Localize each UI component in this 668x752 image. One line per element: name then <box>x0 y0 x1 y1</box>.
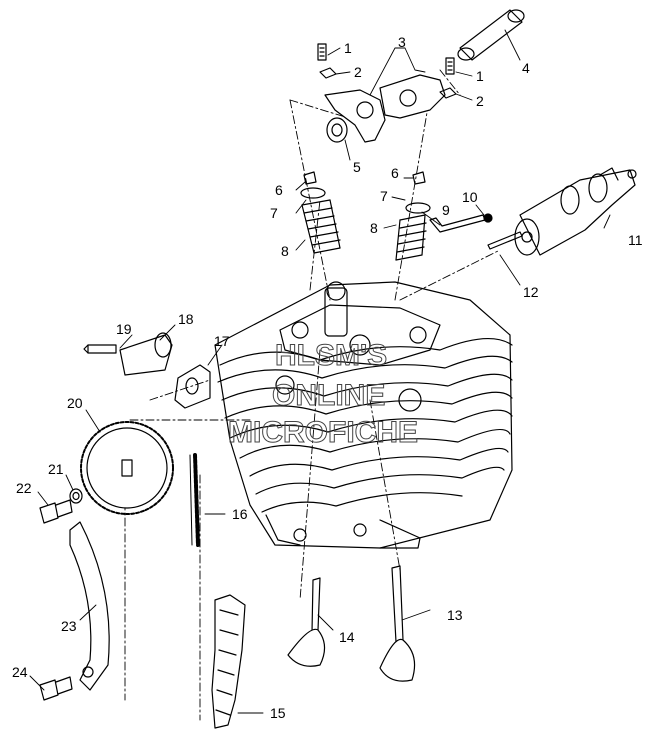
sprocket-bolt <box>39 499 73 524</box>
intake-valve <box>379 565 416 682</box>
callout-8a: 8 <box>281 243 289 259</box>
callout-6b: 6 <box>391 165 399 181</box>
chain-guide-rear <box>211 594 246 729</box>
callout-1b: 1 <box>476 68 484 84</box>
callout-14: 14 <box>339 629 355 645</box>
sprocket-washer <box>69 488 83 504</box>
camshaft <box>514 167 637 256</box>
valve-spring-right <box>395 171 431 261</box>
callout-5: 5 <box>353 159 361 175</box>
callout-4: 4 <box>522 60 530 76</box>
callout-12: 12 <box>523 284 539 300</box>
chain-guide <box>69 521 110 691</box>
watermark-line-1: HLSM'S <box>275 339 387 372</box>
callout-13: 13 <box>447 607 463 623</box>
callout-8b: 8 <box>370 220 378 236</box>
cam-chain <box>189 453 200 547</box>
callout-10: 10 <box>462 189 478 205</box>
callout-24: 24 <box>12 664 28 680</box>
callout-16: 16 <box>232 506 248 522</box>
exhaust-valve <box>287 577 326 667</box>
callout-15: 15 <box>270 705 286 721</box>
callout-7a: 7 <box>270 205 278 221</box>
callout-18: 18 <box>178 311 194 327</box>
callout-20: 20 <box>67 395 83 411</box>
callout-6a: 6 <box>275 182 283 198</box>
decompressor <box>429 213 523 250</box>
cam-sprocket <box>80 421 174 515</box>
watermark: HLSM'S ONLINE MICROFICHE <box>228 339 419 450</box>
callout-22: 22 <box>16 480 32 496</box>
callout-9: 9 <box>442 202 450 218</box>
rocker-shaft <box>457 9 525 61</box>
thrust-washer <box>326 117 348 143</box>
callout-11: 11 <box>628 232 643 248</box>
watermark-line-3: MICROFICHE <box>228 416 418 449</box>
callout-23: 23 <box>61 618 77 634</box>
rocker-arms <box>324 74 446 143</box>
chain-tensioner <box>83 332 173 376</box>
callout-7b: 7 <box>380 188 388 204</box>
watermark-line-2: ONLINE <box>272 379 385 412</box>
guide-bolt <box>39 676 73 701</box>
valve-spring-left <box>300 171 341 254</box>
callout-2a: 2 <box>354 64 362 80</box>
callout-19: 19 <box>116 321 132 337</box>
tensioner-gasket <box>174 364 211 409</box>
callout-1a: 1 <box>344 40 352 56</box>
cylinder-head <box>214 281 513 549</box>
callout-17: 17 <box>214 333 230 349</box>
callout-21: 21 <box>48 461 64 477</box>
callout-2b: 2 <box>476 93 484 109</box>
callout-3: 3 <box>398 34 406 50</box>
